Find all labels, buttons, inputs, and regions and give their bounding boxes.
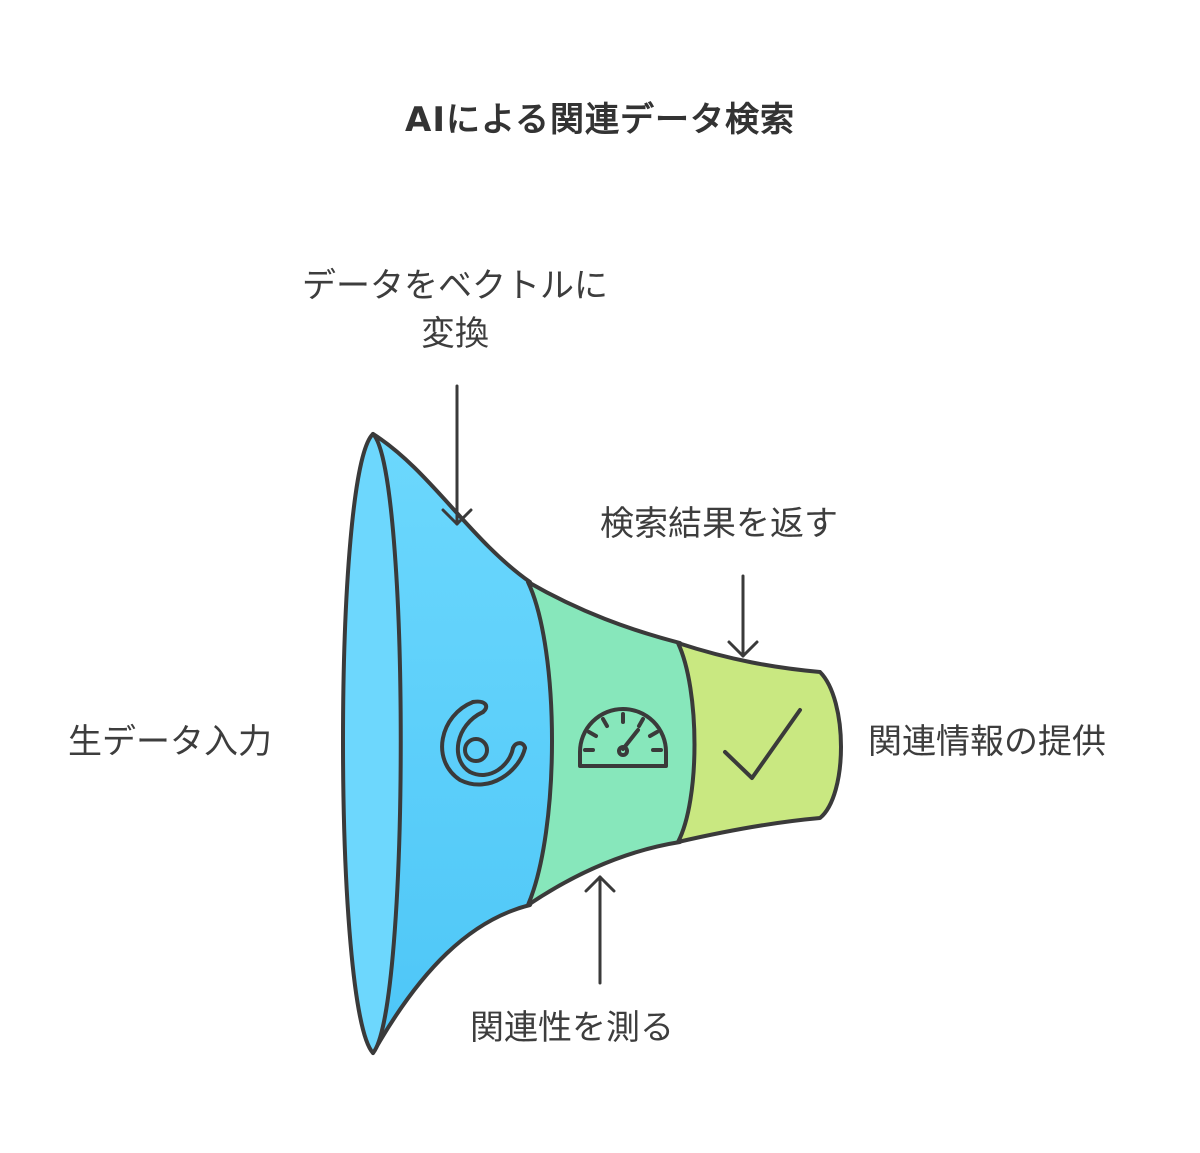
gauge-icon: [578, 707, 668, 768]
checkmark-icon: [723, 708, 802, 780]
funnel-rim: [341, 432, 403, 1055]
arrow-return-results: [727, 574, 759, 658]
arrow-vector-conversion: [441, 384, 473, 526]
arrow-measure-relevance: [584, 875, 616, 985]
spiral-icon: [440, 699, 527, 787]
label-raw-data-input: 生データ入力: [68, 722, 272, 762]
funnel-segment-results: [676, 641, 843, 844]
label-vector-conversion: データをベクトルに変換: [302, 266, 608, 354]
funnel-segment-relevance: [526, 580, 697, 907]
label-return-results: 検索結果を返す: [600, 504, 838, 544]
label-measure-relevance: 関連性を測る: [470, 1008, 674, 1048]
diagram-title: AIによる関連データ検索: [405, 100, 795, 140]
label-provide-info: 関連情報の提供: [868, 722, 1106, 762]
